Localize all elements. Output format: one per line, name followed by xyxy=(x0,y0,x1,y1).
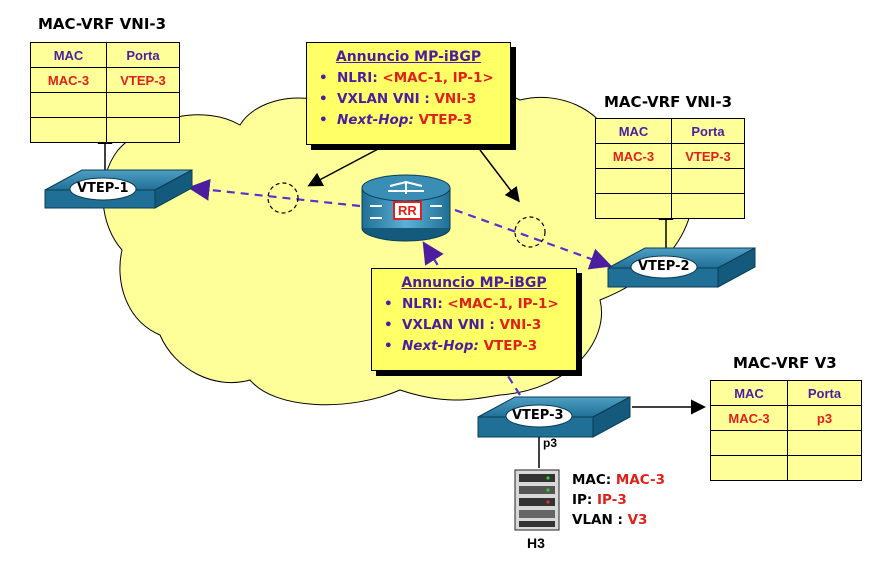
empty-cell xyxy=(710,430,788,456)
announce-vni-line: •VXLAN VNI : VNI-3 xyxy=(319,91,477,107)
empty-cell xyxy=(595,168,672,194)
empty-cell xyxy=(30,92,107,118)
col-mac-header: MAC xyxy=(30,42,107,68)
port-cell: p3 xyxy=(787,405,862,431)
vtep-1-mac-table: MAC Porta MAC-3 VTEP-3 xyxy=(30,42,180,143)
rr-router xyxy=(361,174,451,242)
announce-box-top: Annuncio MP-iBGP •NLRI: <MAC-1, IP-1> •V… xyxy=(306,42,511,145)
vtep-3-label: VTEP-3 xyxy=(512,408,564,423)
announce-box-bottom: Annuncio MP-iBGP •NLRI: <MAC-1, IP-1> •V… xyxy=(371,268,577,371)
col-mac-header: MAC xyxy=(595,118,672,144)
empty-cell xyxy=(671,193,745,219)
empty-cell xyxy=(671,168,745,194)
col-port-header: Porta xyxy=(787,380,862,406)
vtep-2-table-title: MAC-VRF VNI-3 xyxy=(604,93,733,111)
mac-cell: MAC-3 xyxy=(30,67,107,93)
host-h3-rack xyxy=(514,469,560,531)
port-cell: VTEP-3 xyxy=(106,67,180,93)
col-port-header: Porta xyxy=(671,118,745,144)
empty-cell xyxy=(710,455,788,481)
announce-vni-line: •VXLAN VNI : VNI-3 xyxy=(384,317,542,333)
announce-title: Annuncio MP-iBGP xyxy=(401,275,547,291)
empty-cell xyxy=(787,430,862,456)
empty-cell xyxy=(106,117,180,143)
port-p3-label: p3 xyxy=(543,436,558,450)
announce-nlri-line: •NLRI: <MAC-1, IP-1> xyxy=(319,70,494,86)
mac-cell: MAC-3 xyxy=(595,143,672,169)
announce-nexthop-line: •Next-Hop: VTEP-3 xyxy=(319,112,473,128)
announce-nexthop-line: •Next-Hop: VTEP-3 xyxy=(384,338,538,354)
host-vlan-line: VLAN : V3 xyxy=(572,512,648,528)
vtep-1-table-title: MAC-VRF VNI-3 xyxy=(38,15,167,33)
rr-label: RR xyxy=(393,201,422,220)
empty-cell xyxy=(787,455,862,481)
vtep-1-label: VTEP-1 xyxy=(77,181,129,196)
vtep-3-mac-table: MAC Porta MAC-3 p3 xyxy=(710,380,862,481)
announce-nlri-line: •NLRI: <MAC-1, IP-1> xyxy=(384,296,559,312)
host-ip-line: IP: IP-3 xyxy=(572,492,627,508)
vtep-2-label: VTEP-2 xyxy=(638,259,690,274)
vtep-3-switch xyxy=(477,396,631,438)
host-name-label: H3 xyxy=(527,535,545,551)
empty-cell xyxy=(106,92,180,118)
col-port-header: Porta xyxy=(106,42,180,68)
vtep-2-switch xyxy=(607,247,756,288)
col-mac-header: MAC xyxy=(710,380,788,406)
mac-cell: MAC-3 xyxy=(710,405,788,431)
host-mac-line: MAC: MAC-3 xyxy=(572,472,666,488)
empty-cell xyxy=(595,193,672,219)
announce-title: Annuncio MP-iBGP xyxy=(335,49,482,65)
vtep-2-mac-table: MAC Porta MAC-3 VTEP-3 xyxy=(595,118,745,219)
port-cell: VTEP-3 xyxy=(671,143,745,169)
vtep-1-switch xyxy=(44,169,193,209)
empty-cell xyxy=(30,117,107,143)
vtep-3-table-title: MAC-VRF V3 xyxy=(733,354,837,372)
